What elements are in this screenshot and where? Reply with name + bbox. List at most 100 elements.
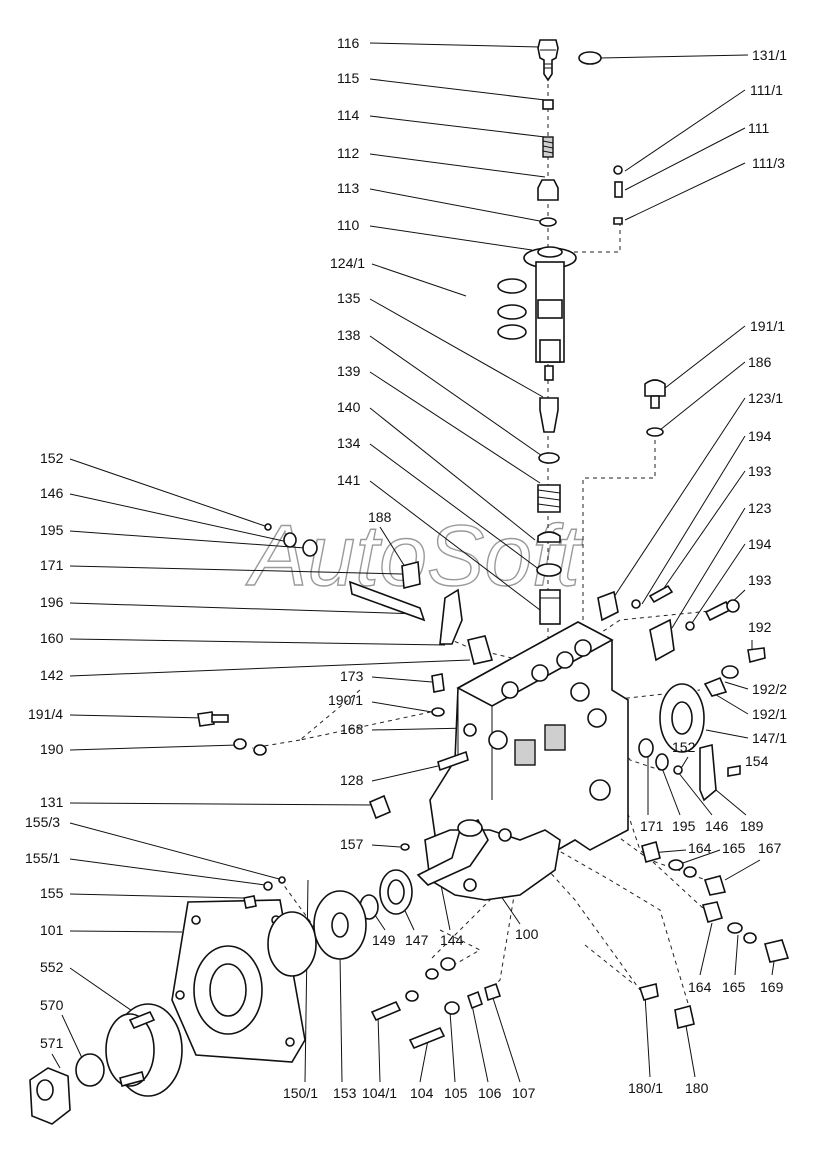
part-label-l164b: 164	[688, 979, 712, 995]
leader-line-l113	[369, 188, 546, 223]
leader-line-l114	[369, 115, 546, 138]
flange-101	[171, 876, 367, 1063]
part-label-l195a: 195	[40, 522, 64, 538]
leader-line-l194a	[641, 435, 746, 605]
part-label-l180_1: 180/1	[628, 1080, 663, 1096]
part-label-l160: 160	[40, 630, 64, 646]
part-label-l100: 100	[515, 926, 539, 942]
part-label-l173: 173	[340, 668, 364, 684]
part-label-l116: 116	[337, 35, 360, 51]
leader-line-l111_1	[624, 89, 746, 172]
leader-line-l142	[69, 659, 471, 677]
leader-line-l115	[369, 78, 546, 101]
part-label-l112: 112	[337, 145, 360, 161]
camshaft-144	[359, 818, 489, 920]
part-label-l180: 180	[685, 1080, 709, 1096]
part-label-l150_1: 150/1	[283, 1085, 318, 1101]
leader-line-l135	[369, 298, 544, 398]
leader-line-l190	[69, 744, 239, 751]
part-label-l142: 142	[40, 667, 64, 683]
part-label-l165b: 165	[722, 979, 746, 995]
part-label-l189: 189	[740, 818, 764, 834]
part-label-l106: 106	[478, 1085, 502, 1101]
leader-line-l111_3	[624, 162, 746, 221]
part-label-l193b: 193	[748, 572, 772, 588]
part-label-l196: 196	[40, 594, 64, 610]
part-label-l571: 571	[40, 1035, 64, 1051]
part-label-l138: 138	[337, 327, 361, 343]
part-label-l193a: 193	[748, 463, 772, 479]
part-label-l115: 115	[337, 70, 360, 86]
part-label-l147: 147	[405, 932, 429, 948]
leader-line-l152a	[69, 458, 266, 527]
part-label-l146b: 146	[705, 818, 729, 834]
part-label-l152b: 152	[672, 739, 696, 755]
leader-line-l195a	[69, 530, 306, 549]
leader-line-l165a	[679, 849, 721, 865]
part-label-l101: 101	[40, 922, 64, 938]
part-label-l191_4: 191/4	[28, 706, 63, 722]
part-label-l111_1: 111/1	[750, 82, 783, 98]
leader-line-l146b	[677, 771, 713, 816]
part-label-l131_1: 131/1	[752, 47, 787, 63]
leader-line-l164b	[699, 922, 713, 976]
leader-line-l153	[339, 954, 343, 1083]
part-label-l110: 110	[337, 217, 360, 233]
leader-line-l571	[51, 1053, 61, 1069]
leader-line-l147_1	[705, 729, 749, 739]
part-label-l157: 157	[340, 836, 364, 852]
leader-line-l160	[69, 638, 446, 646]
leader-line-l106	[471, 1004, 489, 1083]
part-label-l154: 154	[745, 753, 769, 769]
part-label-l139: 139	[337, 363, 361, 379]
part-label-l135: 135	[337, 290, 361, 306]
plugs-164-165-167	[641, 841, 790, 963]
leader-line-l186	[659, 361, 746, 431]
part-label-l167: 167	[758, 840, 782, 856]
leader-line-l150_1	[304, 879, 309, 1083]
leader-line-l165b	[734, 934, 739, 976]
leader-line-l128	[371, 765, 439, 782]
leader-line-l110	[369, 225, 533, 251]
leader-line-l194b	[689, 543, 746, 627]
leader-line-l189	[715, 789, 747, 816]
leader-line-l116	[369, 42, 541, 48]
part-label-l113: 113	[337, 180, 360, 196]
leader-line-l168	[371, 727, 471, 731]
leader-line-l195b	[661, 767, 681, 816]
part-label-l134: 134	[337, 435, 361, 451]
part-label-l155: 155	[40, 885, 64, 901]
part-label-l570: 570	[40, 997, 64, 1013]
part-label-l171a: 171	[40, 557, 64, 573]
part-label-l188: 188	[368, 509, 392, 525]
leader-lines	[51, 42, 776, 1083]
part-label-l190: 190	[40, 741, 64, 757]
part-label-l164a: 164	[688, 840, 712, 856]
leader-line-l105	[449, 1011, 456, 1083]
part-label-l124_1: 124/1	[330, 255, 365, 271]
part-label-l123_1: 123/1	[748, 390, 783, 406]
part-label-l149: 149	[372, 932, 396, 948]
leader-line-l134	[369, 443, 541, 571]
leader-line-l123_1	[611, 397, 746, 601]
part-label-l114: 114	[337, 107, 360, 123]
leader-line-l131_1	[599, 54, 749, 59]
bolts-left	[197, 673, 469, 851]
leader-line-l111	[624, 127, 746, 191]
leader-line-l193a	[663, 470, 746, 589]
drive-hub-552	[29, 1003, 183, 1125]
leader-line-l180_1	[644, 994, 651, 1078]
part-label-l104: 104	[410, 1085, 434, 1101]
part-label-l190_1: 190/1	[328, 692, 363, 708]
part-label-l144: 144	[440, 932, 464, 948]
part-label-l192: 192	[748, 619, 772, 635]
part-label-l194a: 194	[748, 428, 772, 444]
part-label-l168: 168	[340, 721, 364, 737]
part-label-l192_2: 192/2	[752, 681, 787, 697]
part-label-l123: 123	[748, 500, 772, 516]
leader-line-l155	[69, 893, 244, 899]
leader-line-l104	[419, 1039, 429, 1083]
part-label-l165a: 165	[722, 840, 746, 856]
leader-line-l190_1	[371, 701, 433, 713]
